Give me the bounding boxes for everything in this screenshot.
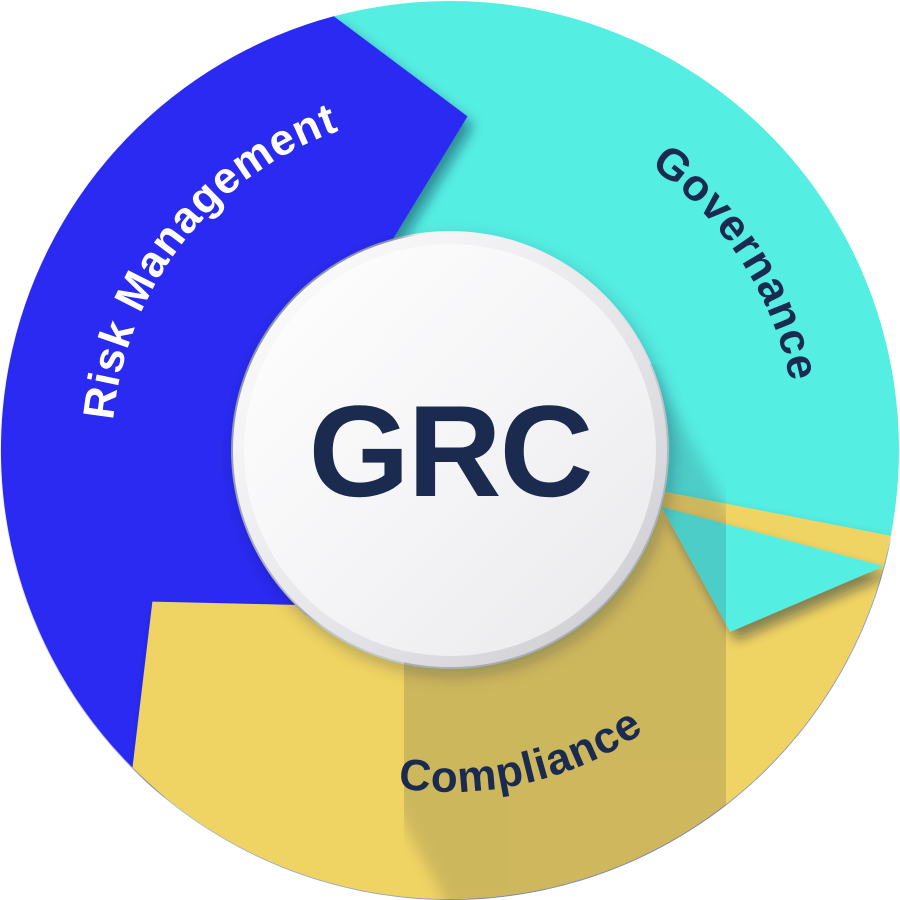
grc-title: GRC	[309, 378, 592, 524]
center-badge	[233, 233, 667, 667]
governance-segment	[303, 1, 899, 632]
center-badge-face	[244, 244, 656, 656]
risk-management-segment	[0, 16, 468, 789]
